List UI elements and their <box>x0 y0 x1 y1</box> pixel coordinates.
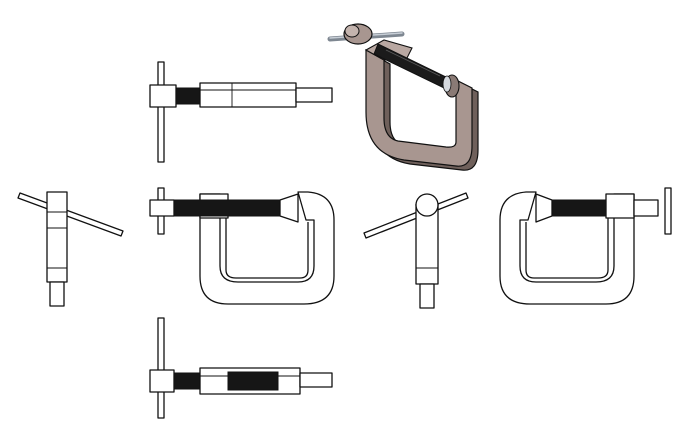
top-view-frame-arm <box>199 82 297 108</box>
back-view-handle <box>664 187 672 235</box>
bottom-view-thread-right <box>227 371 279 391</box>
back-view-screw-head <box>633 199 659 217</box>
front-view-thread <box>173 199 281 217</box>
isometric-view <box>327 23 479 171</box>
left-view-handle <box>17 192 124 237</box>
right-view-screw-head <box>415 193 439 217</box>
top-view <box>149 61 333 163</box>
front-view-screw-head <box>149 199 175 217</box>
left-view <box>17 191 124 307</box>
left-view-frame <box>46 191 68 283</box>
bottom-view-thread-left <box>173 372 201 390</box>
iso-frame-front <box>365 48 473 167</box>
back-view-thread <box>551 199 607 217</box>
bottom-view-handle <box>157 317 165 419</box>
left-view-tip <box>49 281 65 307</box>
bottom-view <box>149 317 333 419</box>
top-view-frame-tip <box>295 87 333 103</box>
back-view <box>499 187 672 305</box>
front-view-swivel-pad <box>279 193 299 223</box>
front-view <box>149 187 335 305</box>
back-view-swivel-pad <box>535 193 553 223</box>
right-view <box>363 192 469 309</box>
right-view-tip <box>419 283 435 309</box>
top-view-handle <box>157 61 165 163</box>
top-view-screw-head <box>149 84 177 108</box>
top-view-thread <box>175 87 201 105</box>
bottom-view-screw-head <box>149 369 175 393</box>
bottom-view-frame-tip <box>299 372 333 388</box>
